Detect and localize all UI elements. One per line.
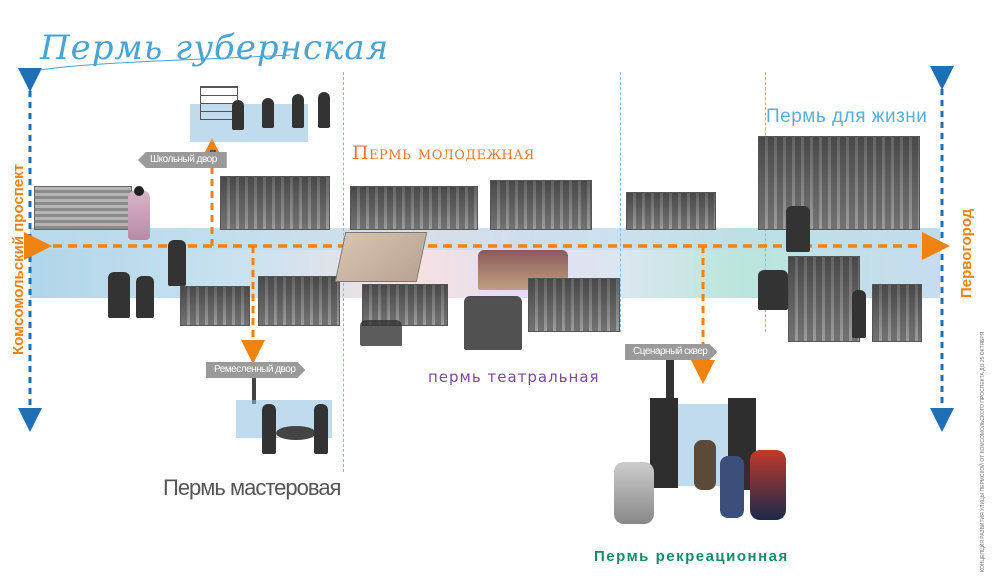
skate-plaza-photo — [334, 232, 428, 282]
anvil-figure — [276, 426, 316, 440]
child-skater-figure — [720, 456, 744, 518]
theatre-building-photo — [362, 284, 448, 326]
lady-head — [134, 186, 144, 196]
youth-building-photo-3 — [626, 192, 716, 230]
lady-figure — [128, 190, 150, 240]
theatre-building-photo-2 — [528, 278, 620, 332]
horse-rider-figure — [136, 276, 154, 318]
child-figure — [292, 94, 304, 128]
dancing-couple-figure — [614, 462, 654, 524]
craftsman-figure — [262, 404, 276, 454]
old-wooden-house-photo — [34, 186, 132, 230]
zone-divider-2 — [620, 72, 621, 332]
sign-shkolny-dvor: Школьный двор — [138, 152, 227, 168]
child-figure — [318, 92, 330, 128]
side-note: КОНЦЕПЦИЯ РАЗВИТИЯ УЛИЦЫ ПЕРМСКОЙ ОТ КОМ… — [980, 331, 986, 572]
brick-building-photo — [180, 286, 250, 326]
horse-rider-figure — [108, 272, 130, 318]
actors-figure — [464, 296, 522, 350]
youth-building-photo-2 — [490, 180, 592, 230]
label-komsomolsky-prospekt: Комсомольский проспект — [10, 163, 27, 355]
historic-building-photo — [220, 176, 330, 230]
musician-figure — [694, 440, 716, 490]
youth-building-photo — [350, 186, 478, 230]
sign-remeslenny-dvor: Ремесленный двор — [206, 362, 305, 378]
residential-tower-photo — [758, 136, 920, 230]
residential-building-photo-2 — [872, 284, 922, 342]
audience-figures — [360, 320, 402, 346]
scenic-sign-post — [666, 360, 674, 400]
family-with-stroller-figure — [786, 206, 810, 252]
label-perm-rekreatsionnaya: Пермь рекреационная — [594, 548, 789, 565]
adult-skater-figure — [750, 450, 786, 520]
label-perm-teatralnaya: пермь театральная — [428, 368, 600, 386]
label-pervogorod: Первогород — [958, 208, 975, 298]
man-figure — [168, 240, 186, 286]
label-perm-dlya-zhizni: Пермь для жизни — [766, 106, 928, 127]
child-figure — [232, 100, 244, 130]
sign-stsenarny-skver: Сценарный сквер — [625, 344, 717, 360]
worker-figure — [314, 404, 328, 454]
label-perm-molodezhnaya: Пермь молодежная — [352, 142, 535, 164]
residential-building-photo — [788, 256, 860, 342]
label-perm-masterovaya: Пермь мастеровая — [163, 475, 341, 500]
child-figure — [262, 98, 274, 128]
title-perm-gubernskaya: Пермь губернская — [40, 28, 390, 68]
craft-sign-post — [252, 378, 256, 404]
merchant-building-photo — [258, 276, 340, 326]
pedestrian-figure — [852, 290, 866, 338]
stage-curtain-left — [650, 398, 678, 488]
family-walking-figure — [758, 270, 788, 310]
